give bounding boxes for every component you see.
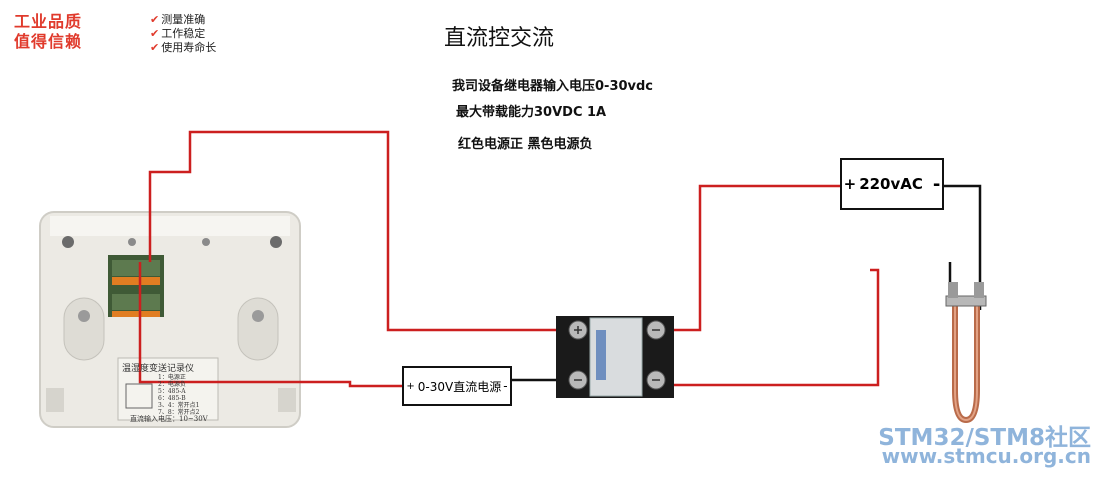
feature-item: ✔工作稳定 xyxy=(150,27,206,40)
red-wire-device-to-dc xyxy=(138,262,404,388)
feature-item: ✔测量准确 xyxy=(150,13,206,26)
feature-item: ✔使用寿命长 xyxy=(150,41,217,54)
dc-minus: - xyxy=(503,379,508,393)
heating-element xyxy=(945,282,987,424)
note-input-voltage: 我司设备继电器输入电压0-30vdc xyxy=(452,79,654,94)
red-wire-device-to-ssr xyxy=(148,130,575,332)
dc-source-box: + 0-30V直流电源 - xyxy=(402,366,512,406)
device-footer: 直流输入电压：10~30V xyxy=(130,415,208,423)
terminal-block xyxy=(108,255,164,317)
ac-label: 220vAC xyxy=(859,175,923,193)
ac-minus: - xyxy=(932,173,941,195)
red-wires xyxy=(138,130,880,388)
solid-state-relay xyxy=(556,316,674,398)
brand-line-1: 工业品质 xyxy=(14,12,83,31)
dc-plus: + xyxy=(406,380,415,392)
red-wire-ac-to-ssr xyxy=(660,184,842,332)
note-max-load: 最大带载能力30VDC 1A xyxy=(456,105,607,120)
device-title: 温湿度变送记录仪 xyxy=(122,364,195,374)
recorder-device xyxy=(39,211,301,428)
watermark-line-2: www.stmcu.org.cn xyxy=(881,444,1091,468)
check-icon: ✔ xyxy=(150,41,160,54)
brand-slogan: 工业品质 值得信赖 xyxy=(14,12,82,52)
ac-source-box: + 220vAC - xyxy=(840,158,944,210)
feature-list: ✔测量准确 ✔工作稳定 ✔使用寿命长 xyxy=(150,13,216,55)
terminal-legend: 1：电源正 2：电源负 5：485-A 6：485-B 3、4：常开点1 7、8… xyxy=(158,374,200,416)
note-wire-colors: 红色电源正 黑色电源负 xyxy=(458,137,593,152)
red-wire-heater xyxy=(660,268,880,387)
dc-label: 0-30V直流电源 xyxy=(417,379,502,394)
diagram-title: 直流控交流 xyxy=(444,26,555,51)
ac-plus: + xyxy=(843,175,857,193)
brand-line-2: 值得信赖 xyxy=(14,32,83,51)
check-icon: ✔ xyxy=(150,27,160,40)
device-label: 温湿度变送记录仪 xyxy=(122,361,194,374)
watermark-line-1: STM32/STM8社区 xyxy=(878,425,1091,451)
black-wire-ac-to-heater xyxy=(942,184,982,310)
check-icon: ✔ xyxy=(150,13,160,26)
